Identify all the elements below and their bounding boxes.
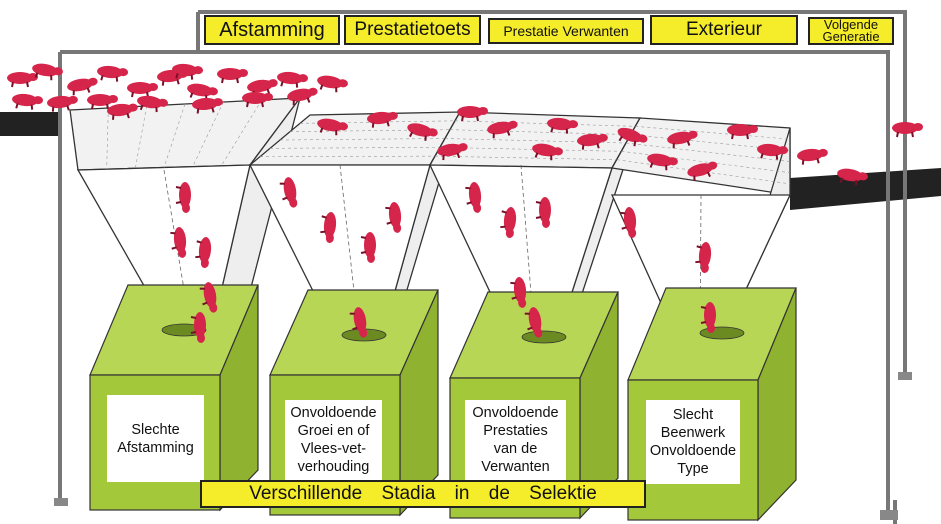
label-onvoldoende-groei: Onvoldoende Groei en of Vlees-vet- verho… <box>285 400 382 480</box>
platform-4 <box>612 118 790 195</box>
label-text: Onvoldoende Groei en of Vlees-vet- verho… <box>290 404 376 476</box>
pig-11 <box>11 93 43 111</box>
pig-34 <box>797 147 829 165</box>
sign-prestatie-verwanten-label: Prestatie Verwanten <box>503 23 628 39</box>
sign-afstamming: Afstamming <box>204 15 340 45</box>
pig-10 <box>276 71 308 89</box>
sign-prestatietoets: Prestatietoets <box>344 15 481 45</box>
pig-36 <box>892 122 923 137</box>
sign-afstamming-label: Afstamming <box>219 19 325 42</box>
label-slechte-afstamming: Slechte Afstamming <box>107 395 204 482</box>
sign-exterieur: Exterieur <box>650 15 798 45</box>
pig-8 <box>217 68 248 83</box>
sign-generatie-label: Generatie <box>822 31 879 43</box>
label-text: Slechte Afstamming <box>117 421 194 457</box>
pig-3 <box>66 76 99 96</box>
pig-1 <box>7 72 38 87</box>
label-slecht-beenwerk: Slecht Beenwerk Onvoldoende Type <box>646 400 740 484</box>
pig-4 <box>96 65 128 83</box>
label-onvoldoende-prestaties: Onvoldoende Prestaties van de Verwanten <box>465 400 566 480</box>
label-text: Onvoldoende Prestaties van de Verwanten <box>472 404 558 476</box>
sign-prestatietoets-label: Prestatietoets <box>354 19 470 41</box>
pig-18 <box>171 63 203 81</box>
sign-prestatie-verwanten: Prestatie Verwanten <box>488 18 644 44</box>
stages-banner-label: Verschillende Stadia in de Selektie <box>249 483 597 505</box>
stages-banner: Verschillende Stadia in de Selektie <box>200 480 646 508</box>
label-text: Slecht Beenwerk Onvoldoende Type <box>650 406 736 478</box>
pig-17 <box>316 74 349 94</box>
sign-exterieur-label: Exterieur <box>686 19 762 41</box>
sign-volgende-generatie: Volgende Generatie <box>808 17 894 45</box>
pig-5 <box>127 82 158 97</box>
